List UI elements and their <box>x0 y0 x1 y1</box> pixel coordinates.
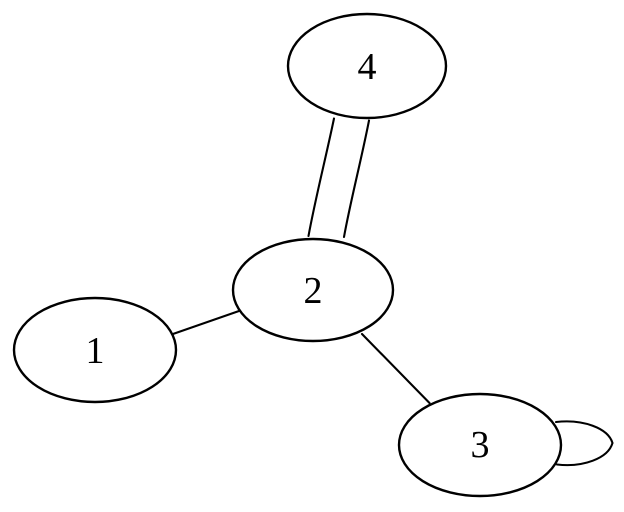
edge-2-3[interactable] <box>360 332 431 405</box>
node-3-ellipse[interactable] <box>397 392 563 498</box>
node-3[interactable]: 3 <box>397 392 563 498</box>
edge-3-3-self-loop[interactable] <box>554 420 614 467</box>
node-4-label: 4 <box>358 46 377 88</box>
node-1-ellipse[interactable] <box>12 296 178 404</box>
node-2-label: 2 <box>304 270 323 312</box>
edge-1-2[interactable] <box>170 309 241 336</box>
node-layer: 1 2 3 4 <box>12 12 563 498</box>
node-2-ellipse[interactable] <box>231 237 395 343</box>
edge-2-4-b[interactable] <box>342 119 371 239</box>
edge-2-4-a[interactable] <box>307 117 336 238</box>
node-1[interactable]: 1 <box>12 296 178 404</box>
edge-layer <box>170 117 614 467</box>
node-4[interactable]: 4 <box>286 12 448 120</box>
node-2[interactable]: 2 <box>231 237 395 343</box>
node-3-label: 3 <box>471 424 490 466</box>
node-4-ellipse[interactable] <box>286 12 448 120</box>
node-1-label: 1 <box>86 330 105 372</box>
